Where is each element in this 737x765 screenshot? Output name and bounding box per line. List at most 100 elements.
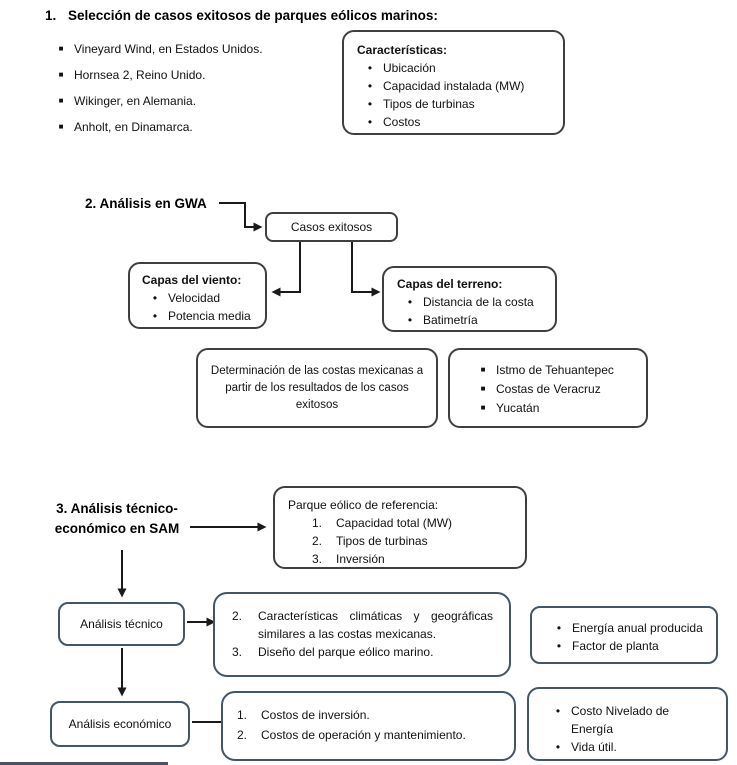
case-list: ■ Vineyard Wind, en Estados Unidos. ■ Ho… <box>48 40 328 136</box>
bullet-icon: • <box>407 313 413 327</box>
item-text: Energía anual producida <box>572 621 703 635</box>
bullet-icon: • <box>367 115 373 129</box>
section3-label: 3. Análisis técnico- económico en SAM <box>46 499 188 539</box>
item-text: Costos de operación y mantenimiento. <box>261 728 466 742</box>
item-text: Costas de Veracruz <box>496 382 601 396</box>
list-item: ■ Vineyard Wind, en Estados Unidos. <box>48 40 328 58</box>
case-text: Hornsea 2, Reino Unido. <box>74 68 206 82</box>
list-item: • Velocidad <box>142 289 261 307</box>
section3-label-line2: económico en SAM <box>54 521 180 536</box>
capas-viento-box: Capas del viento: • Velocidad • Potencia… <box>128 262 267 329</box>
square-bullet-icon: ■ <box>58 70 64 79</box>
item-text: Tipos de turbinas <box>383 97 475 111</box>
tecnico-detail-box: 2. Características climáticas y geográfi… <box>213 592 511 677</box>
list-item: 2. Tipos de turbinas <box>288 532 519 550</box>
item-text: Velocidad <box>168 291 221 305</box>
square-bullet-icon: ■ <box>480 365 486 374</box>
list-item: • Batimetría <box>397 311 551 329</box>
parque-referencia-box: Parque eólico de referencia: 1. Capacida… <box>273 486 527 569</box>
bullet-icon: • <box>152 309 158 323</box>
box-title: Capas del viento: <box>142 273 242 287</box>
connector-gwa-to-casos <box>219 202 263 232</box>
item-text: Potencia media <box>168 309 251 323</box>
section2-label: 2. Análisis en GWA <box>85 196 207 211</box>
bullet-icon: • <box>555 704 561 718</box>
tecnico-outputs-box: • Energía anual producida • Factor de pl… <box>530 606 718 664</box>
list-item: ■ Anholt, en Dinamarca. <box>48 118 328 136</box>
item-text: Costos de inversión. <box>261 708 370 722</box>
box-title: Parque eólico de referencia: <box>288 498 439 512</box>
item-number: 2. <box>237 728 248 742</box>
connector-casos-to-viento <box>271 242 301 297</box>
item-text: Factor de planta <box>572 639 659 653</box>
item-number: 2. <box>232 609 243 623</box>
square-bullet-icon: ■ <box>480 384 486 393</box>
list-item: • Costo Nivelado de Energía <box>545 702 680 738</box>
list-item: 3. Inversión <box>288 550 519 568</box>
case-text: Vineyard Wind, en Estados Unidos. <box>74 42 263 56</box>
item-number: 2. <box>312 534 323 548</box>
economico-detail-box: 1. Costos de inversión. 2. Costos de ope… <box>221 691 516 761</box>
list-item: • Costos <box>357 113 553 131</box>
item-number: 1. <box>312 516 323 530</box>
item-text: Diseño del parque eólico marino. <box>258 645 434 659</box>
box-title: Características: <box>357 43 448 57</box>
list-item: 1. Capacidad total (MW) <box>288 514 519 532</box>
section1-title: 1. Selección de casos exitosos de parque… <box>45 6 605 26</box>
item-text: Costo Nivelado de Energía <box>571 704 670 736</box>
list-item: ■ Costas de Veracruz <box>470 380 642 398</box>
bullet-icon: • <box>152 291 158 305</box>
item-text: Capacidad total (MW) <box>336 516 453 530</box>
capas-terreno-box: Capas del terreno: • Distancia de la cos… <box>382 266 557 332</box>
list-item: ■ Istmo de Tehuantepec <box>470 361 642 379</box>
section1-title-text: Selección de casos exitosos de parques e… <box>68 8 438 23</box>
list-item: • Vida útil. <box>545 738 680 756</box>
list-item: ■ Hornsea 2, Reino Unido. <box>48 66 328 84</box>
casos-exitosos-box: Casos exitosos <box>265 212 398 242</box>
list-item: 3. Diseño del parque eólico marino. <box>232 643 493 661</box>
square-bullet-icon: ■ <box>480 403 486 412</box>
bullet-icon: • <box>367 61 373 75</box>
item-number: 1. <box>237 708 248 722</box>
list-item: 2. Características climáticas y geográfi… <box>232 607 493 643</box>
analisis-economico-box: Análisis económico <box>50 701 190 747</box>
list-item: • Tipos de turbinas <box>357 95 553 113</box>
list-item: 1. Costos de inversión. <box>237 706 504 724</box>
bullet-icon: • <box>367 79 373 93</box>
square-bullet-icon: ■ <box>58 122 64 131</box>
bullet-icon: • <box>407 295 413 309</box>
item-text: Ubicación <box>383 61 436 75</box>
analisis-tecnico-box: Análisis técnico <box>58 602 185 646</box>
list-item: • Potencia media <box>142 307 261 325</box>
list-item: ■ Yucatán <box>470 399 642 417</box>
list-item: • Capacidad instalada (MW) <box>357 77 553 95</box>
list-item: ■ Wikinger, en Alemania. <box>48 92 328 110</box>
item-text: Capacidad instalada (MW) <box>383 79 525 93</box>
item-text: Distancia de la costa <box>423 295 534 309</box>
bullet-icon: • <box>556 621 562 635</box>
connector-casos-to-terreno <box>351 242 381 297</box>
case-text: Wikinger, en Alemania. <box>74 94 197 108</box>
item-text: Tipos de turbinas <box>336 534 428 548</box>
bullet-icon: • <box>555 740 561 754</box>
item-number: 3. <box>312 552 323 566</box>
bullet-icon: • <box>556 639 562 653</box>
bullet-icon: • <box>367 97 373 111</box>
caracteristicas-box: Características: • Ubicación • Capacidad… <box>342 30 565 135</box>
section1-number: 1. <box>45 8 57 23</box>
item-text: Costos <box>383 115 421 129</box>
item-text: Istmo de Tehuantepec <box>496 363 614 377</box>
item-text: Características climáticas y geográficas… <box>258 609 493 641</box>
box-title: Capas del terreno: <box>397 277 503 291</box>
item-number: 3. <box>232 645 243 659</box>
section3-label-line1: 3. Análisis técnico- <box>56 501 178 516</box>
item-text: Batimetría <box>423 313 478 327</box>
determinacion-box: Determinación de las costas mexicanas a … <box>196 348 438 428</box>
item-text: Yucatán <box>496 401 540 415</box>
square-bullet-icon: ■ <box>58 44 64 53</box>
list-item: • Energía anual producida <box>546 619 714 637</box>
costas-mexicanas-box: ■ Istmo de Tehuantepec ■ Costas de Verac… <box>448 348 648 428</box>
square-bullet-icon: ■ <box>58 96 64 105</box>
case-text: Anholt, en Dinamarca. <box>74 120 193 134</box>
bottom-accent-strip <box>0 762 168 765</box>
